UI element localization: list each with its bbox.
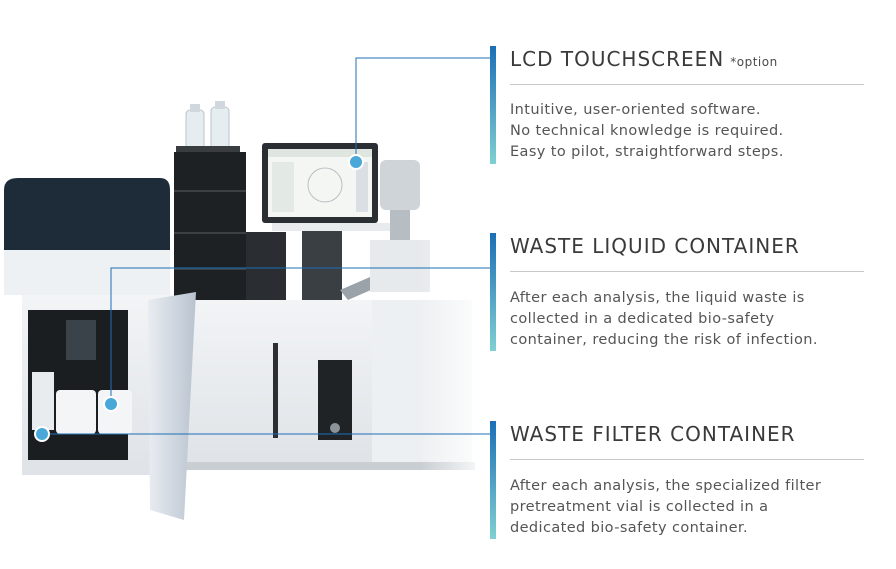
lc-module-stack: [174, 152, 286, 307]
hotspot-dot-icon: [103, 396, 119, 412]
divider: [510, 271, 864, 272]
accent-bar: [490, 421, 496, 539]
feature-description: After each analysis, the liquid waste is…: [510, 290, 818, 348]
accent-bar: [490, 46, 496, 164]
divider: [510, 84, 864, 85]
hotspot-dots: [34, 154, 364, 442]
feature-waste-filter-container: WASTE FILTER CONTAINER After each analys…: [490, 421, 864, 541]
accent-bar: [490, 233, 496, 351]
option-note: *option: [730, 55, 778, 69]
feature-title: WASTE LIQUID CONTAINER: [510, 234, 800, 258]
feature-title: WASTE FILTER CONTAINER: [510, 422, 796, 446]
feature-description: After each analysis, the specialized fil…: [510, 478, 822, 536]
hotspot-dot-icon: [34, 426, 50, 442]
callout-lines: [42, 57, 490, 435]
hotspot-dot-icon: [348, 154, 364, 170]
solvent-bottles: [176, 101, 240, 154]
divider: [510, 459, 864, 460]
feature-description: Intuitive, user-oriented software. No te…: [510, 102, 784, 160]
feature-waste-liquid-container: WASTE LIQUID CONTAINER After each analys…: [490, 233, 864, 353]
feature-title: LCD TOUCHSCREEN*option: [510, 47, 778, 71]
sample-preparation-unit: [4, 178, 196, 520]
feature-lcd-touchscreen: LCD TOUCHSCREEN*option Intuitive, user-o…: [490, 46, 864, 166]
